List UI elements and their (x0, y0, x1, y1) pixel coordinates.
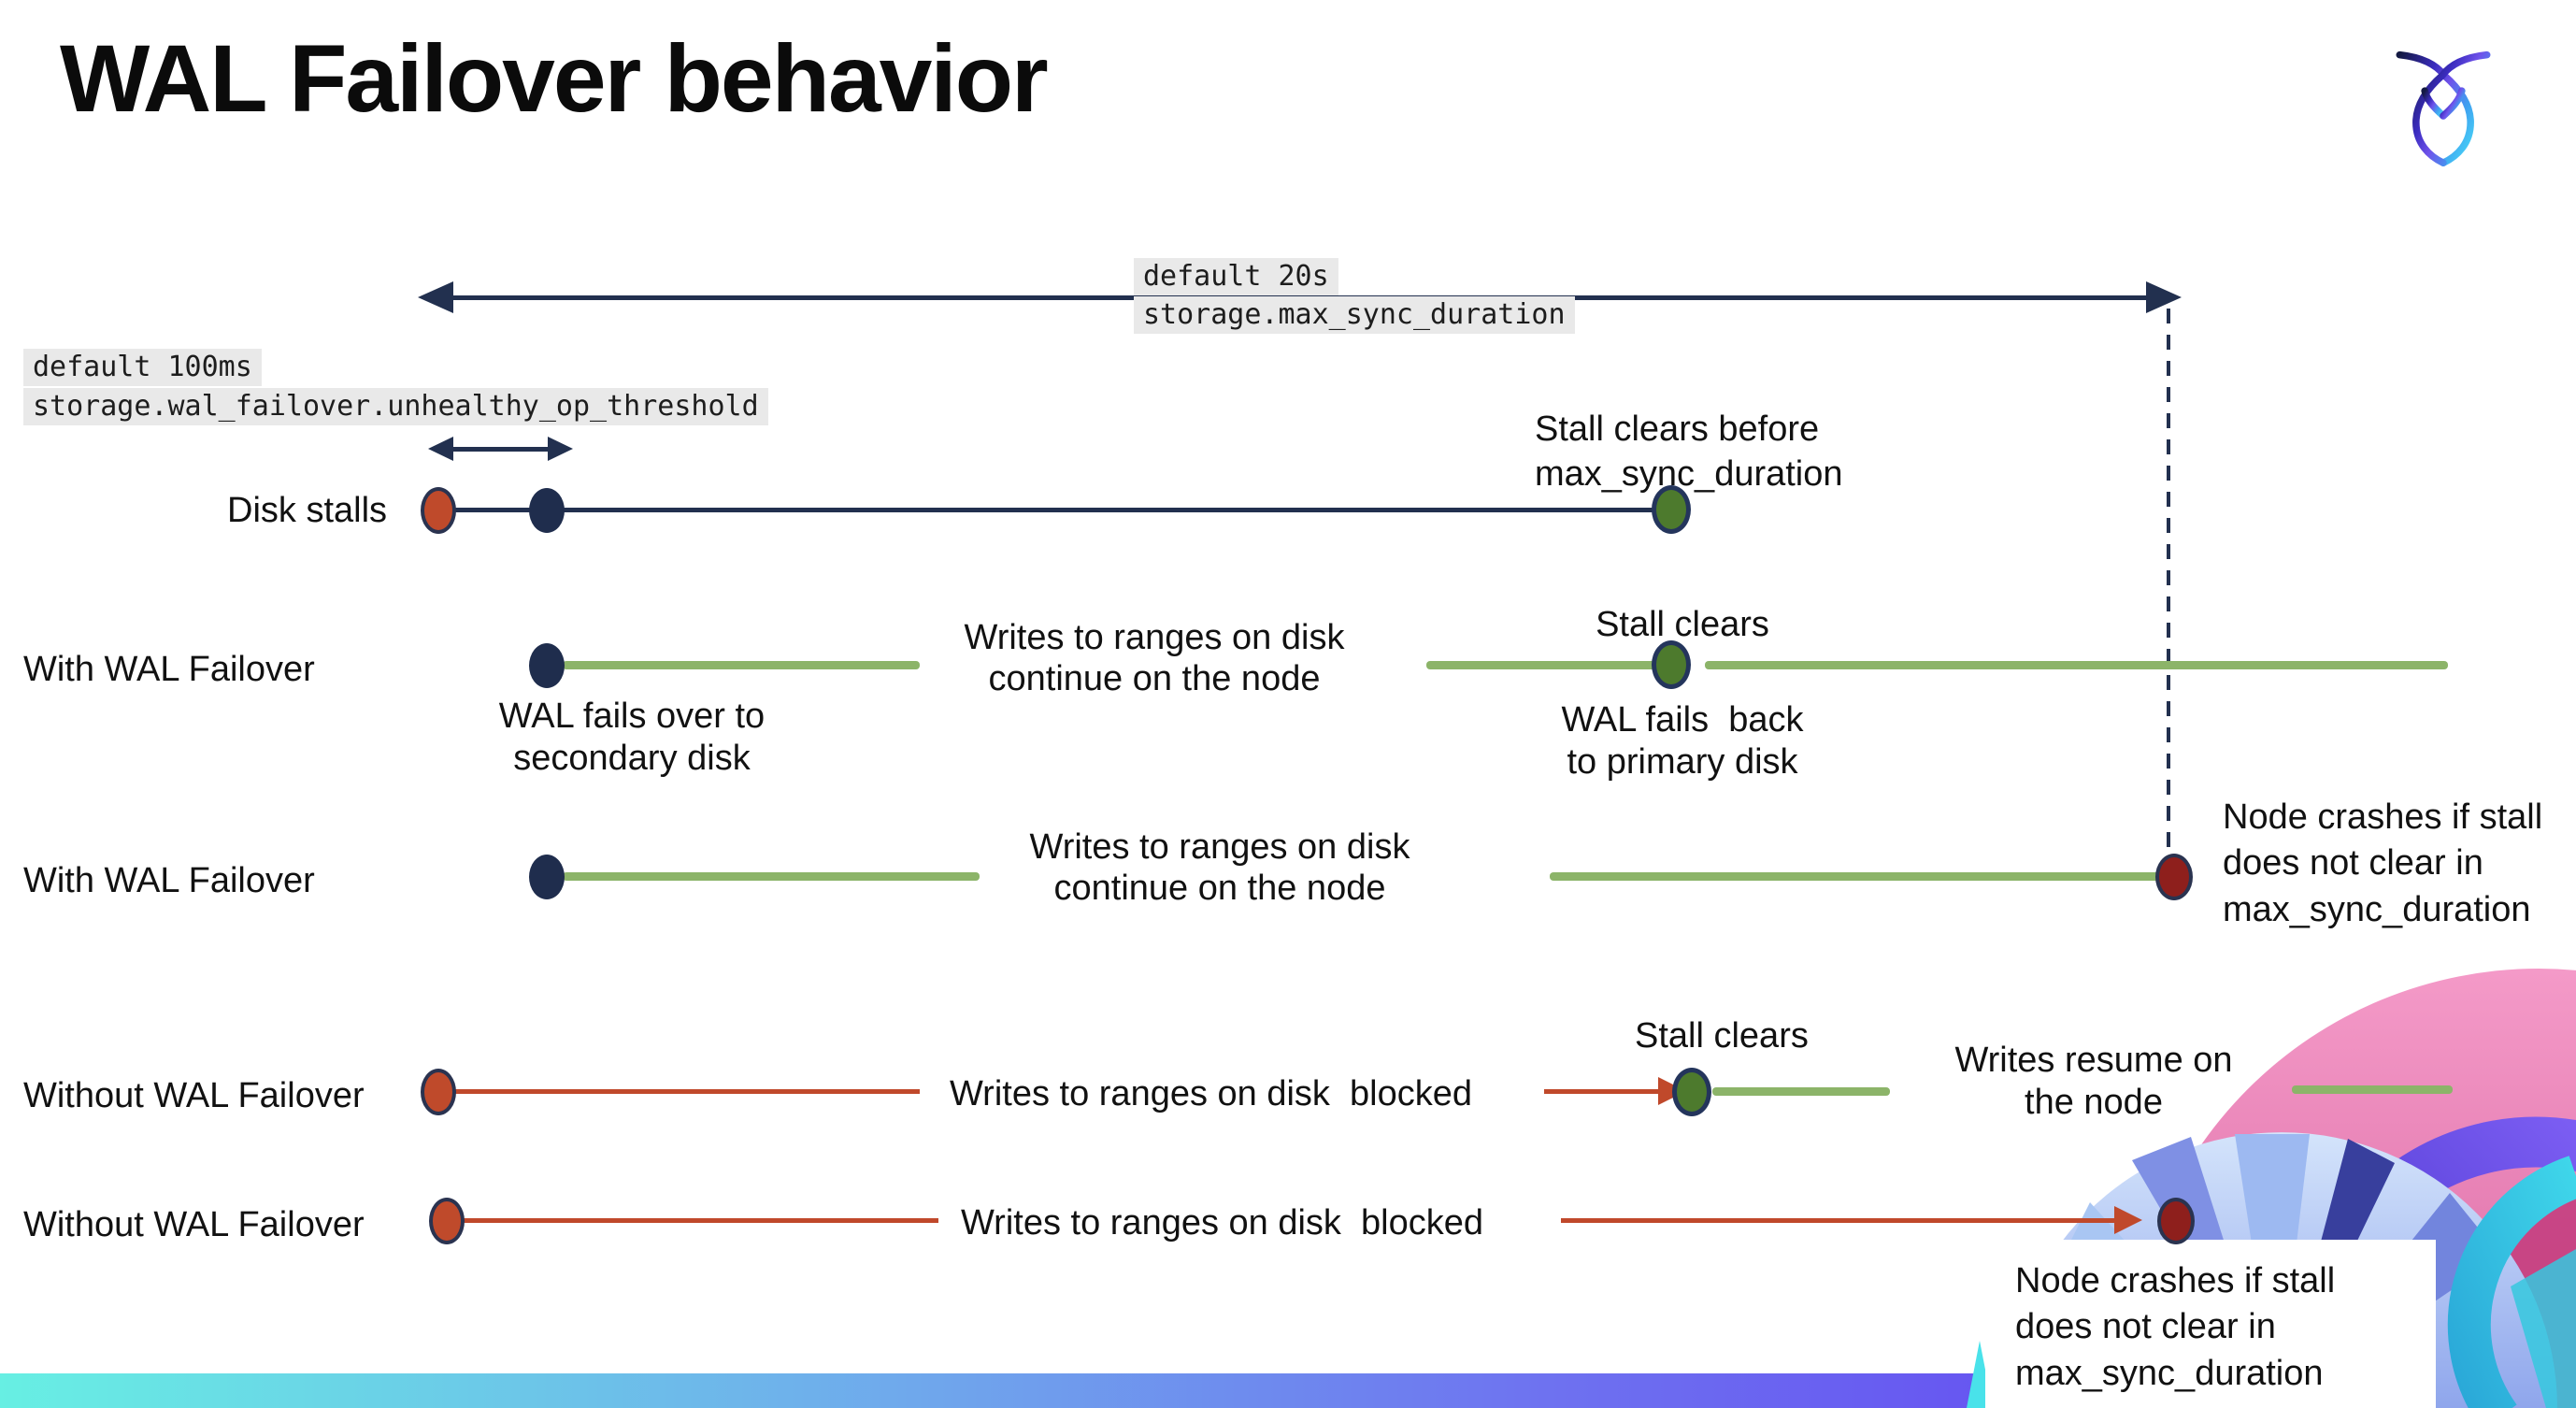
disk-stall-dot-row4 (421, 1069, 456, 1115)
dashed-deadline-line (2167, 309, 2170, 862)
disk-stalls-timeline (438, 508, 1671, 512)
unhealthy-threshold-arrow (451, 447, 551, 452)
writes-blocked-line-row4-a (452, 1089, 920, 1094)
writes-continue-line-row2-c (1705, 661, 2448, 669)
max-sync-default-label: default 20s (1134, 258, 1338, 295)
crash-note-box (1985, 1240, 2436, 1408)
row-label-with-wal-failover-2: With WAL Failover (23, 861, 315, 900)
writes-blocked-line-row5-a (462, 1218, 938, 1223)
max-sync-setting-label: storage.max_sync_duration (1134, 296, 1575, 334)
disk-stall-start-dot (421, 487, 456, 534)
writes-continue-note-row3: Writes to ranges on disk continue on the… (1029, 827, 1410, 909)
row-label-without-wal-failover-1: Without WAL Failover (23, 1076, 365, 1115)
threshold-reached-dot (529, 488, 565, 533)
failover-dot-row3 (529, 855, 565, 899)
stall-clears-note-row4: Stall clears (1635, 1016, 1809, 1056)
page-title: WAL Failover behavior (60, 25, 1049, 132)
blocked-arrow-head-row4 (1658, 1077, 1686, 1105)
unhealthy-default-label: default 100ms (23, 349, 262, 386)
stall-clears-before-note: Stall clears before max_sync_duration (1535, 409, 1843, 494)
max-sync-duration-arrow (449, 295, 2165, 300)
threshold-arrow-left-head (428, 437, 453, 461)
row-label-without-wal-failover-2: Without WAL Failover (23, 1205, 365, 1244)
writes-blocked-line-row4-b (1544, 1089, 1658, 1094)
writes-blocked-note-row5: Writes to ranges on disk blocked (961, 1203, 1484, 1243)
max-sync-arrow-right-head (2146, 281, 2182, 313)
stall-clears-note-row2: Stall clears (1596, 605, 1769, 644)
cockroachdb-logo (2396, 50, 2491, 166)
row-label-with-wal-failover-1: With WAL Failover (23, 650, 315, 689)
stall-clears-dot-row4 (1672, 1068, 1711, 1116)
max-sync-arrow-left-head (418, 281, 453, 313)
row-label-disk-stalls: Disk stalls (227, 491, 388, 530)
writes-continue-line-row3-b (1550, 872, 2161, 881)
writes-resume-line-row4-a (1712, 1087, 1890, 1096)
unhealthy-setting-label: storage.wal_failover.unhealthy_op_thresh… (23, 388, 768, 425)
stall-clears-dot-row2 (1652, 640, 1691, 689)
stall-clears-dot-row1 (1652, 485, 1691, 534)
writes-continue-line-row2-a (563, 661, 920, 669)
wal-fails-over-note: WAL fails over to secondary disk (498, 697, 766, 778)
crash-dot-row3 (2155, 854, 2193, 900)
wal-fails-back-note: WAL fails back to primary disk (1561, 700, 1804, 782)
writes-continue-note-row2: Writes to ranges on disk continue on the… (964, 618, 1345, 699)
threshold-arrow-right-head (548, 437, 573, 461)
writes-continue-line-row2-b (1426, 661, 1675, 669)
writes-blocked-note-row4: Writes to ranges on disk blocked (950, 1074, 1473, 1113)
failover-dot-row2 (529, 643, 565, 688)
disk-stall-dot-row5 (429, 1198, 465, 1244)
writes-continue-line-row3-a (563, 872, 980, 881)
roach-mark (2396, 50, 2491, 166)
